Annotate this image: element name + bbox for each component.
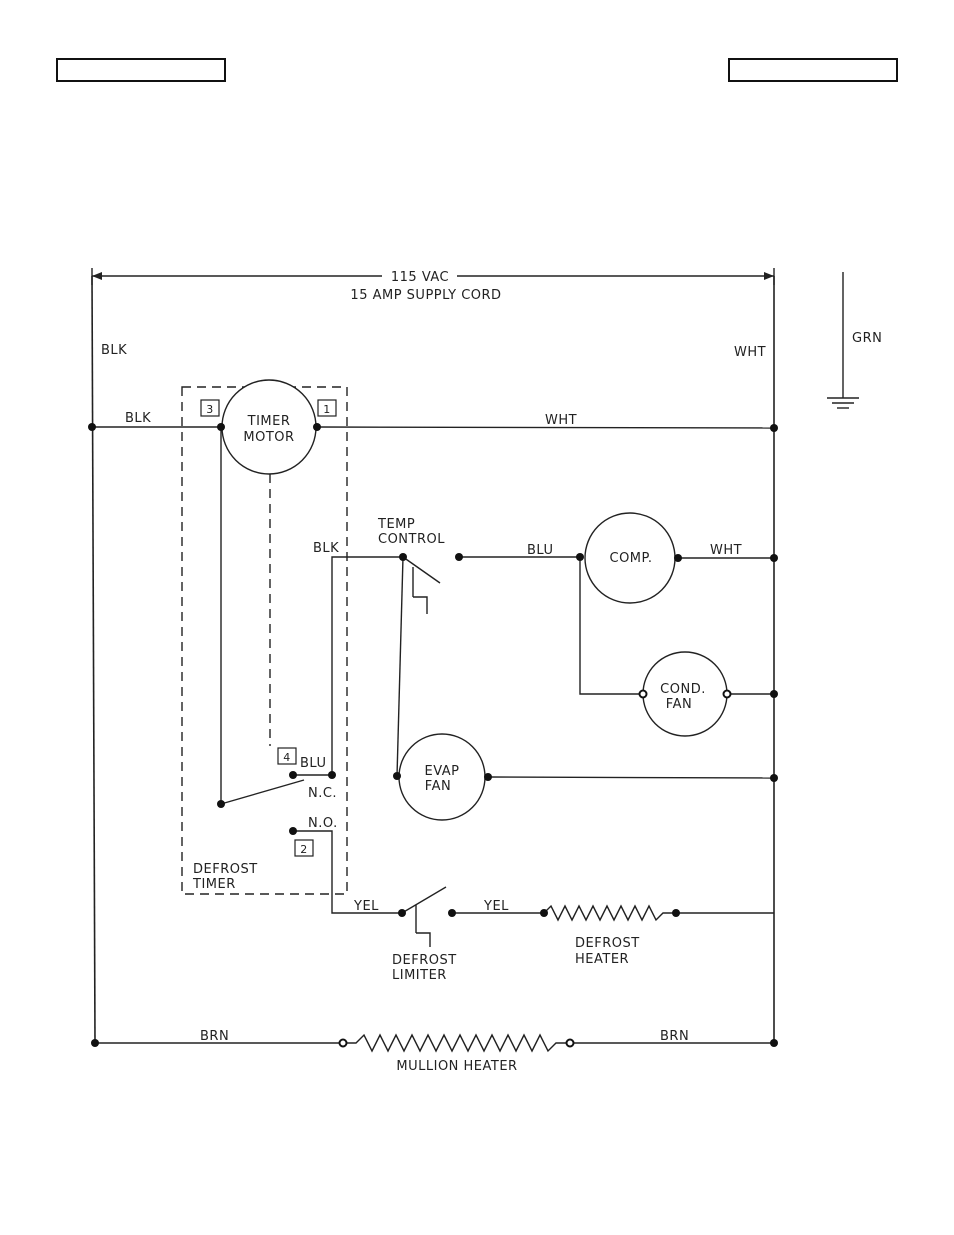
defrost-timer-label-2: TIMER xyxy=(192,877,236,892)
nc-label: N.C. xyxy=(308,786,337,801)
blu-nc-label: BLU xyxy=(300,756,327,771)
supply-cord-label: 15 AMP SUPPLY CORD xyxy=(350,288,501,303)
yel-right-label: YEL xyxy=(483,899,509,914)
mullion-heater-coil xyxy=(343,1035,570,1051)
cond-fan-label-2: FAN xyxy=(666,697,692,712)
defrost-heater-label-1: DEFROST xyxy=(575,936,640,951)
defrost-limiter-label-1: DEFROST xyxy=(392,953,457,968)
defrost-limiter-label-2: LIMITER xyxy=(392,968,447,983)
arrow-left-icon xyxy=(92,272,102,280)
terminal-1-label: 1 xyxy=(323,403,331,416)
blk-rail-label: BLK xyxy=(101,343,127,358)
timer-motor-label-1: TIMER xyxy=(247,414,291,429)
blk-wire-temp xyxy=(332,557,403,775)
temp-control-label-2: CONTROL xyxy=(378,532,445,547)
wht-rail-label: WHT xyxy=(734,345,766,360)
brn-left-label: BRN xyxy=(200,1029,229,1044)
defrost-timer-label-1: DEFROST xyxy=(193,862,258,877)
timer-switch-blade xyxy=(221,780,304,804)
timer-motor-label-2: MOTOR xyxy=(243,430,294,445)
wht-comp-label: WHT xyxy=(710,543,742,558)
defrost-heater-label-2: HEATER xyxy=(575,952,629,967)
wht-top-label: WHT xyxy=(545,413,577,428)
defrost-heater-coil xyxy=(544,906,676,920)
mullion-heater-label: MULLION HEATER xyxy=(396,1059,517,1074)
temp-control-label-1: TEMP xyxy=(377,517,415,532)
blu-comp-label: BLU xyxy=(527,543,554,558)
brn-right-label: BRN xyxy=(660,1029,689,1044)
blk-timer-label: BLK xyxy=(125,411,151,426)
terminal-3-label: 3 xyxy=(206,403,214,416)
blk-temp-label: BLK xyxy=(313,541,339,556)
evap-fan-label-1: EVAP xyxy=(424,764,459,779)
defrost-limiter-switch xyxy=(402,887,446,947)
supply-voltage-label: 115 VAC xyxy=(391,270,449,285)
evap-fan-feed-wire xyxy=(397,557,403,776)
no-label: N.O. xyxy=(308,816,338,831)
left-rail-blk xyxy=(92,276,95,1043)
evap-fan-label-2: FAN xyxy=(425,779,451,794)
arrow-right-icon xyxy=(764,272,774,280)
terminal-2-label: 2 xyxy=(300,843,308,856)
cond-fan-label-1: COND. xyxy=(660,682,706,697)
temp-control-switch xyxy=(403,557,440,614)
evap-fan-return-wire xyxy=(488,777,774,778)
grn-label: GRN xyxy=(852,331,882,346)
yel-left-label: YEL xyxy=(353,899,379,914)
compressor-label: COMP. xyxy=(610,551,653,566)
terminal-4-label: 4 xyxy=(283,751,291,764)
